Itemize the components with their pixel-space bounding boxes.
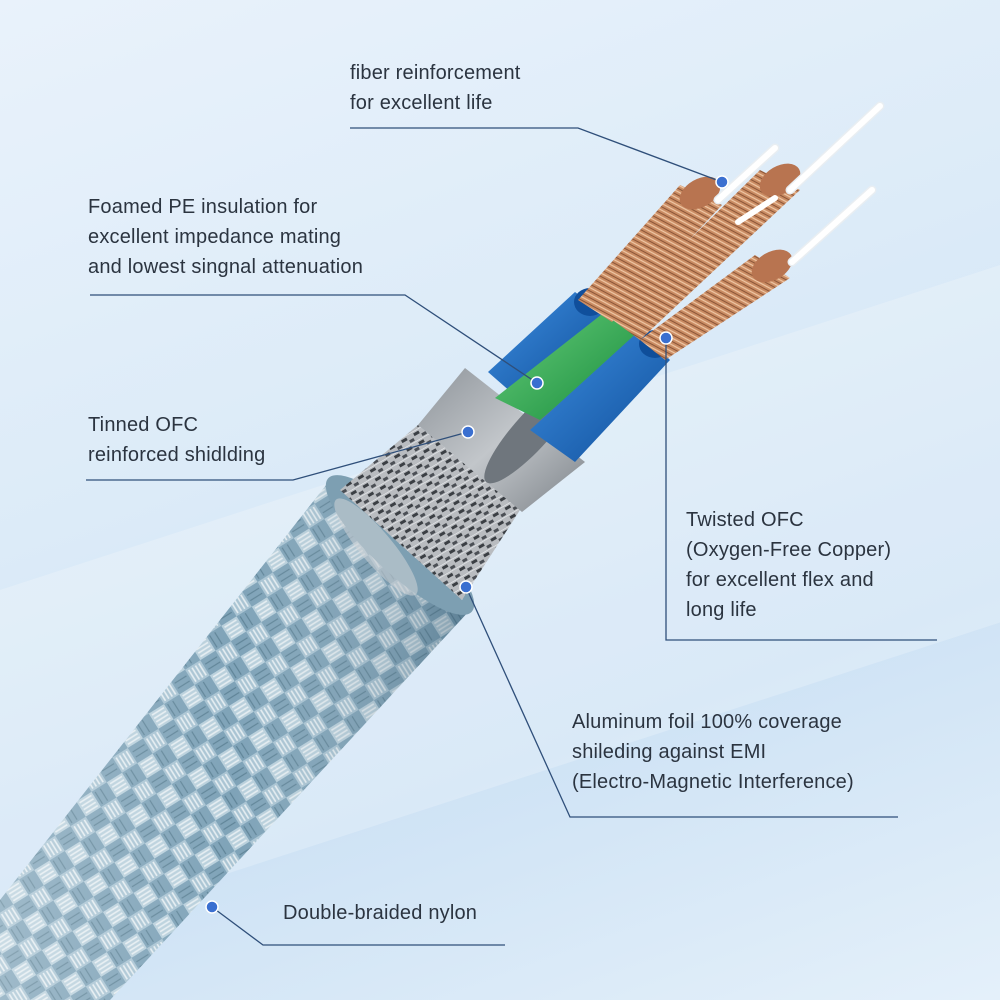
mesh-shield [334, 425, 520, 600]
label-foamed-pe: Foamed PE insulation for excellent imped… [88, 192, 363, 282]
label-line: (Electro-Magnetic Interference) [572, 771, 854, 793]
dot-tinned [461, 425, 475, 439]
label-line: and lowest singnal attenuation [88, 256, 364, 278]
label-line: for excellent life [350, 92, 493, 114]
leader-lines [86, 127, 937, 946]
dot-twisted [659, 331, 673, 345]
label-line: Tinned OFC [88, 414, 199, 436]
dot-nylon [205, 900, 219, 914]
label-fiber-reinforcement: fiber reinforcement for excellent life [350, 58, 521, 118]
label-aluminum-foil: Aluminum foil 100% coverage shileding ag… [572, 707, 854, 797]
leader-foamed [90, 294, 538, 384]
label-twisted-ofc: Twisted OFC (Oxygen-Free Copper) for exc… [686, 505, 891, 625]
label-line: reinforced shidlding [88, 444, 266, 466]
label-tinned-ofc: Tinned OFC reinforced shidlding [88, 410, 265, 470]
leader-foil [465, 586, 898, 818]
label-line: fiber reinforcement [350, 62, 521, 84]
dot-foil [459, 580, 473, 594]
label-line: shileding against EMI [572, 741, 767, 763]
leader-dots [205, 175, 729, 914]
label-line: excellent impedance mating [88, 226, 342, 248]
leader-twisted [665, 338, 937, 641]
leader-fiber [350, 127, 723, 183]
label-line: (Oxygen-Free Copper) [686, 539, 892, 561]
label-line: Twisted OFC [686, 509, 804, 531]
label-line: Double-braided nylon [283, 902, 478, 924]
label-line: for excellent flex and [686, 569, 874, 591]
leader-tinned [86, 431, 469, 481]
fiber-strands [713, 101, 885, 267]
label-line: Foamed PE insulation for [88, 196, 318, 218]
label-double-braided-nylon: Double-braided nylon [283, 898, 477, 928]
leader-nylon [211, 906, 505, 946]
dot-foamed [530, 376, 544, 390]
label-line: long life [686, 599, 757, 621]
dot-fiber [715, 175, 729, 189]
label-line: Aluminum foil 100% coverage [572, 711, 842, 733]
